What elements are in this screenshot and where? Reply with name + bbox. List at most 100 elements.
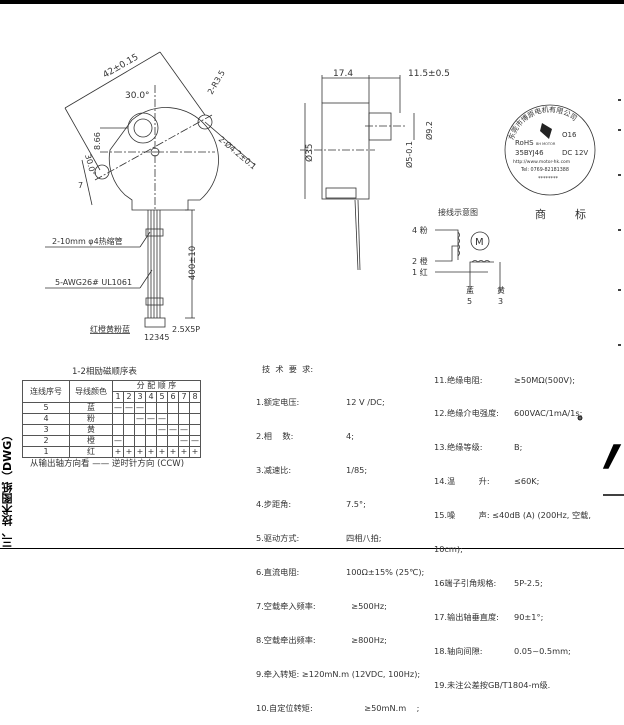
wire-color-cell: 粉	[69, 413, 113, 425]
step-cell: —	[145, 413, 157, 425]
svg-text:O16: O16	[562, 131, 577, 139]
top-border	[0, 0, 624, 4]
step-cell: +	[123, 446, 135, 458]
dim-shaft-label: 11.5±0.5	[408, 69, 450, 79]
spec-row: 7.空载牵入频率: ≥500Hz;	[256, 600, 387, 611]
step-cell	[123, 413, 135, 425]
pin-4: 4 粉	[412, 225, 428, 235]
dim-side-small-label: 7	[78, 181, 83, 190]
wire-no-cell: 4	[22, 413, 70, 425]
step-cell: +	[156, 446, 168, 458]
step-cell	[145, 402, 157, 414]
spec-row: 18.轴向间隙:0.05~0.5mm;	[434, 645, 571, 656]
step-cell: —	[156, 413, 168, 425]
spec-row: 3.减速比:1/85;	[256, 465, 368, 476]
shaft	[368, 112, 392, 141]
spec-row: 1.额定电压:12 V /DC;	[256, 397, 385, 408]
spec-row: 11.绝缘电阻:≥50MΩ(500V);	[434, 374, 575, 385]
wire-spec-label: 5-AWG26# UL1061	[55, 278, 132, 287]
wire-color-cell: 红	[69, 446, 113, 458]
wire-no-cell: 2	[22, 435, 70, 447]
step-cell	[189, 424, 201, 436]
sequence-table-title: 1-2相励磁顺序表	[72, 367, 137, 377]
wire-color-cell: 橙	[69, 435, 113, 447]
step-cell: +	[134, 446, 146, 458]
svg-text:http://www.motor-hk.com: http://www.motor-hk.com	[513, 159, 570, 165]
dim-angle-top-label: 30.0°	[125, 91, 150, 101]
wire-no-cell: 3	[22, 424, 70, 436]
technical-drawing: 42±0.15 30.0° 2-R3.5 2-Ø4.2±0.1 8.66 30.…	[45, 51, 624, 496]
wire-color-cell: 黄	[69, 424, 113, 436]
step-cell: —	[112, 402, 124, 414]
header-wire-color: 导线颜色	[69, 380, 113, 403]
trademark-label-b: 标	[575, 207, 586, 221]
dim-radius-label: 2-R3.5	[206, 69, 227, 96]
pin-3-num: 3	[498, 297, 503, 306]
dim-flat-label: Ø9.2	[424, 121, 434, 140]
trademark-label-a: 商	[535, 207, 546, 221]
step-cell: —	[112, 435, 124, 447]
spec-row: 4.步距角:7.5°;	[256, 499, 366, 510]
step-cell	[134, 424, 146, 436]
pin-1: 1 红	[412, 267, 428, 277]
step-cell	[178, 413, 190, 425]
step-cell: —	[178, 435, 190, 447]
spec-row: 6.直流电阻:100Ω±15% (25℃);	[256, 566, 425, 577]
tech-requirements-left: 技 术 要 求: 1.额定电压:12 V /DC; 2.相 数:4; 3.减速比…	[256, 341, 424, 725]
spec-row: 2.相 数:4;	[256, 431, 354, 442]
front-view: 42±0.15 30.0° 2-R3.5 2-Ø4.2±0.1 8.66 30.…	[45, 51, 259, 342]
svg-text:RoHS: RoHS	[515, 139, 534, 147]
pin-2: 2 橙	[412, 256, 428, 266]
dim-width-label: 42±0.15	[102, 52, 141, 80]
side-view: 17.4 11.5±0.5 Ø35 Ø5-0.1 Ø9.2	[300, 69, 450, 271]
spec-row: 16端子引角规格:5P-2.5;	[434, 577, 543, 588]
step-cell: —	[123, 402, 135, 414]
spec-row: 13.绝缘等级:B;	[434, 442, 523, 453]
step-cell: +	[167, 446, 179, 458]
bottom-border	[0, 548, 624, 549]
svg-text:Tel: 0769-82181388: Tel: 0769-82181388	[520, 167, 569, 173]
brand-icon	[540, 123, 552, 139]
step-cell	[189, 402, 201, 414]
trademark-logo: 东莞市博原电机有限公司 BH MOTOR O16 RoHS 35BYJ46 DC…	[504, 104, 596, 221]
spec-title: 技 术 要 求:	[262, 363, 314, 374]
step-cell: —	[178, 424, 190, 436]
step-cell	[112, 424, 124, 436]
logo-fragment	[602, 444, 622, 469]
dim-shaft-d-label: Ø5-0.1	[404, 141, 414, 168]
step-cell: —	[156, 424, 168, 436]
wire-length-label: 400±10	[188, 246, 198, 280]
step-cell: —	[167, 424, 179, 436]
step-cell: —	[134, 402, 146, 414]
header-wire-no: 连线序号	[22, 380, 70, 403]
header-sequence: 分 配 顺 序	[112, 380, 201, 392]
spec-row: 15.噪 声: ≤40dB (A) (200Hz, 空载,	[434, 510, 591, 521]
tech-requirements-right: 11.绝缘电阻:≥50MΩ(500V); 12.绝缘介电强度:600VAC/1m…	[434, 352, 591, 702]
step-cell	[156, 402, 168, 414]
step-cell	[112, 413, 124, 425]
pin-5-num: 5	[467, 297, 472, 306]
dim-hole-label: 2-Ø4.2±0.1	[217, 134, 259, 171]
step-cell: +	[112, 446, 124, 458]
spec-row: 5.驱动方式:四相八拍;	[256, 533, 382, 544]
step-cell: +	[178, 446, 190, 458]
wiring-title: 接线示意图	[438, 207, 478, 217]
svg-text:35BYJ46: 35BYJ46	[515, 149, 544, 157]
step-cell	[145, 435, 157, 447]
step-cell	[167, 435, 179, 447]
spec-row: 10.自定位转矩: ≥50mN.m ;	[256, 702, 420, 713]
dim-body-label: 17.4	[333, 69, 353, 79]
step-cell	[123, 435, 135, 447]
motor-body-outline	[108, 107, 219, 211]
wiring-diagram: 接线示意图 M 4 粉 2 橙 1 红 蓝 5 黄 3	[412, 207, 505, 306]
step-cell	[123, 424, 135, 436]
direction-note: 从输出轴方向看 —— 逆时针方向 (CCW)	[30, 459, 185, 469]
step-cell	[134, 435, 146, 447]
